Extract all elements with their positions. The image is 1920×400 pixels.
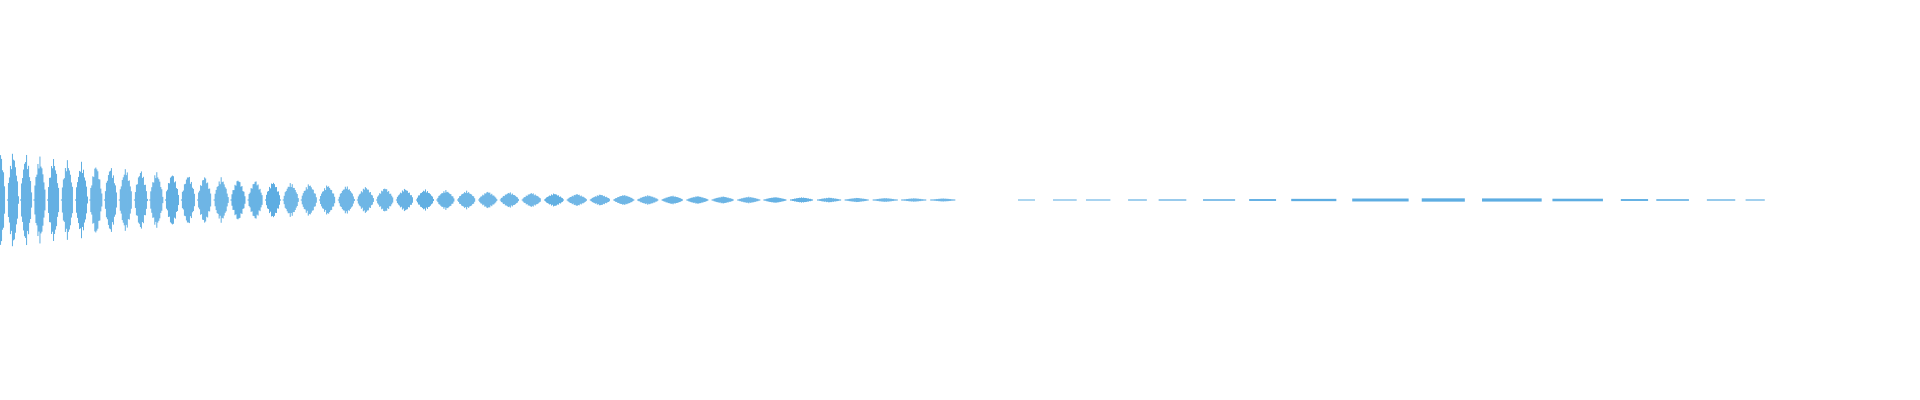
waveform-tail-burst <box>1656 199 1689 201</box>
waveform-tail-burst <box>1203 199 1236 201</box>
waveform-tail-burst <box>1482 198 1542 202</box>
waveform-tail-burst <box>1249 199 1277 201</box>
waveform-tail-burst <box>1052 199 1077 201</box>
waveform-tail-burst <box>1352 198 1409 202</box>
waveform-tail-burst <box>1620 199 1649 201</box>
waveform-tail-burst <box>1128 199 1147 201</box>
waveform-tail-burst <box>1421 198 1465 202</box>
waveform-tail-burst <box>1291 198 1337 202</box>
waveform-tail-burst <box>1085 199 1111 201</box>
waveform-tail-burst <box>1018 199 1035 201</box>
waveform-tail-burst <box>1552 198 1603 202</box>
waveform-tail-burst <box>1158 199 1187 201</box>
waveform-tail-burst <box>1706 199 1736 201</box>
waveform-peaks <box>0 153 1765 247</box>
waveform-tail-burst <box>1745 199 1765 201</box>
